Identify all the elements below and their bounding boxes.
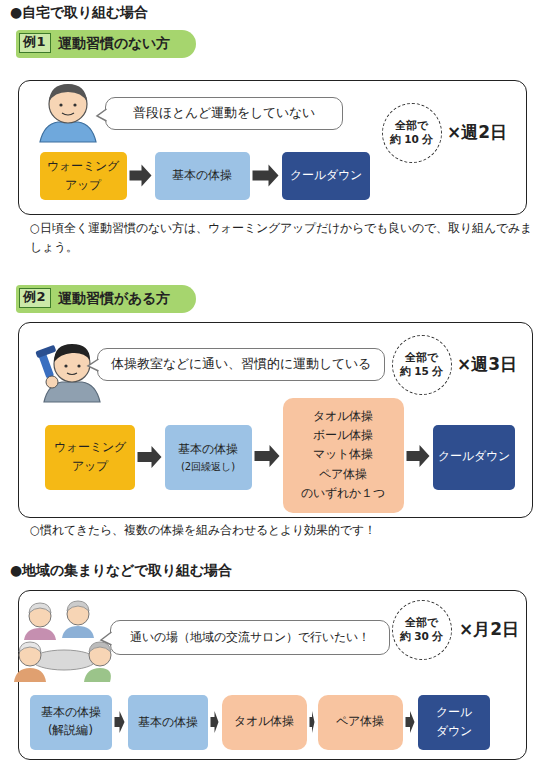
node-text: 体操教室などに通い、習慣的に運動している [111, 355, 371, 373]
flow-arrow [130, 165, 152, 187]
section-heading: ●自宅で取り組む場合 [10, 4, 310, 22]
section-heading: ●地域の集まりなどで取り組む場合 [10, 562, 330, 580]
time-circle: 全部で約 10 分 [382, 103, 442, 163]
node-text: ペア体操 [336, 712, 384, 731]
exercise-box: 基本の体操(2回繰返し) [165, 425, 252, 490]
flow-arrow [310, 711, 315, 733]
node-text: (2回繰返し) [181, 459, 235, 475]
node-text: クールダウン [290, 166, 362, 185]
flow-arrow [115, 711, 125, 733]
node-text: 運動習慣のない方 [58, 34, 170, 54]
example-tab: 運動習慣がある方例2 [16, 285, 196, 313]
node-text: タオル体操 [234, 712, 294, 731]
exercise-box: ペア体操 [318, 695, 403, 750]
time-circle: 全部で約 15 分 [392, 335, 452, 395]
exercise-box: 基本の体操 [128, 695, 208, 750]
flow-arrow [211, 711, 219, 733]
node-text: 例2 [23, 288, 45, 306]
exercise-box: 基本の体操 (解説編) [30, 695, 112, 750]
node-text: 約 15 分 [400, 365, 444, 379]
speech-bubble: 通いの場（地域の交流サロン）で行いたい！ [110, 620, 390, 655]
flow-arrow [138, 446, 162, 468]
example-number: 例2 [19, 288, 51, 308]
cooldown-box: クールダウン [282, 152, 370, 200]
node-text: 全部で [405, 351, 438, 365]
node-text: 基本の体操 [172, 166, 232, 185]
plan-panel: ×週2日普段ほとんど運動をしていない全部で約 10 分ウォーミング アップ基本の… [18, 80, 527, 215]
speech-bubble: 普段ほとんど運動をしていない [105, 97, 343, 130]
node-text: クールダウン [438, 448, 510, 466]
exercise-box: 基本の体操 [155, 152, 250, 200]
note-text: ○慣れてきたら、複数の体操を組み合わせるとより効果的です！ [30, 521, 535, 540]
choice-box: タオル体操 ボール体操 マット体操 ペア体操 のいずれか１つ [283, 398, 404, 513]
node-text: 運動習慣がある方 [58, 289, 170, 309]
node-text: 基本の体操 [138, 713, 198, 732]
node-text: 普段ほとんど運動をしていない [133, 104, 315, 122]
node-text: クール ダウン [421, 703, 487, 740]
flow-arrow [255, 445, 280, 467]
exercise-box: タオル体操 [222, 695, 307, 750]
person-illustration [40, 84, 96, 142]
plan-panel: ×月2日 通いの場（地域の交流サロン）で行いたい！ 全部で約 30 分基本の体操 (… [18, 590, 527, 760]
group-illustration [14, 601, 111, 682]
node-text: 約 30 分 [400, 630, 444, 644]
node-text: 通いの場（地域の交流サロン）で行いたい！ [130, 629, 370, 646]
node-text: ×月2日 [459, 618, 519, 642]
node-text: ウォーミング アップ [44, 157, 123, 194]
flow-arrow [406, 711, 415, 733]
warmup-box: ウォーミング アップ [40, 152, 127, 200]
node-text: タオル体操 ボール体操 マット体操 ペア体操 のいずれか１つ [293, 407, 394, 503]
example-tab: 運動習慣のない方例1 [16, 30, 196, 58]
node-text: 例1 [23, 33, 45, 51]
warmup-box: ウォーミング アップ [45, 425, 135, 490]
flow-arrow [407, 445, 430, 467]
example-number: 例1 [19, 33, 51, 53]
plan-panel: ×週3日 体操教室などに通い、習慣的に運動している 全部で約 15 分ウォーミング … [18, 322, 533, 518]
node-text: ウォーミング アップ [49, 438, 131, 475]
speech-bubble: 体操教室などに通い、習慣的に運動している [97, 348, 385, 381]
node-text: 全部で [395, 119, 428, 133]
cooldown-box: クールダウン [433, 425, 515, 490]
node-text: 約 10 分 [390, 133, 434, 147]
person-illustration [35, 344, 100, 402]
time-circle: 全部で約 30 分 [392, 600, 452, 660]
node-text: ×週3日 [457, 353, 517, 377]
node-text: 基本の体操 [178, 440, 238, 459]
cooldown-box: クール ダウン [418, 695, 490, 750]
note-text: ○日頃全く運動習慣のない方は、ウォーミングアップだけからでも良いので、取り組んで… [30, 219, 535, 257]
node-text: 全部で [405, 616, 438, 630]
node-text: ×週2日 [447, 121, 507, 145]
flow-arrow [253, 165, 279, 187]
node-text: 基本の体操 (解説編) [34, 704, 108, 740]
